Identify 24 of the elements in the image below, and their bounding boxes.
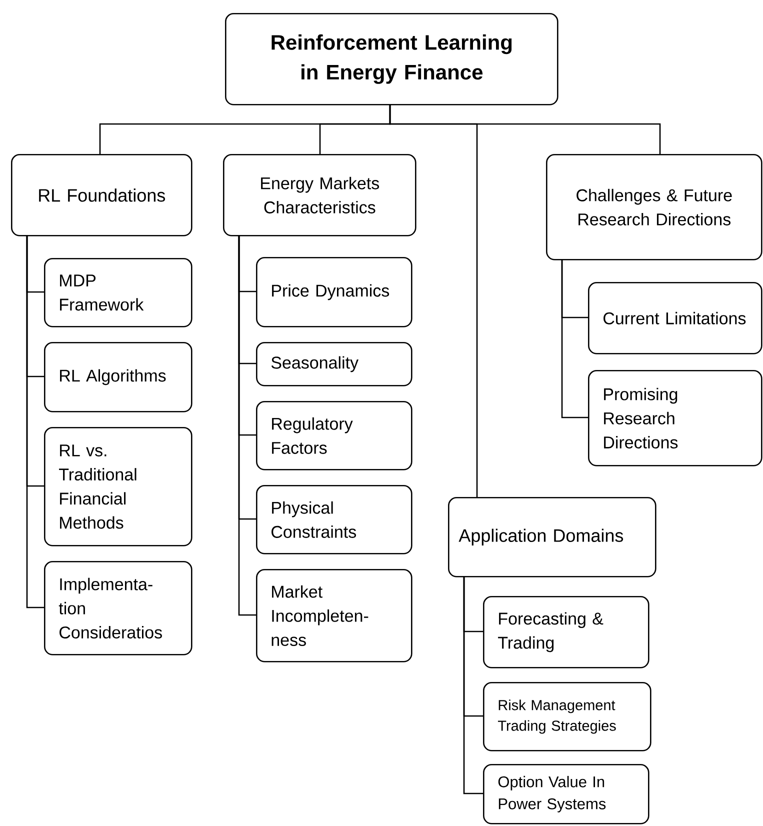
category-box: Application Domains	[448, 497, 656, 578]
subtopic-box: RL Algorithms	[44, 342, 192, 412]
subtopic-box: Risk Management Trading Strategies	[483, 682, 652, 752]
subtopic-box: Option Value In Power Systems	[483, 764, 650, 824]
subtopic-box: Forecasting & Trading	[483, 596, 650, 668]
connector-line	[26, 235, 44, 608]
topic-box: Reinforcement Learning in Energy Finance	[225, 13, 558, 106]
category-box: Energy Markets Characteristics	[223, 154, 416, 236]
connector-line	[463, 576, 483, 794]
category-box: RL Foundations	[11, 154, 192, 236]
subtopic-box: MDP Framework	[44, 258, 192, 328]
subtopic-box: Price Dynamics	[256, 257, 412, 328]
subtopic-box: Promising Research Directions	[588, 370, 762, 466]
connector-line	[389, 104, 661, 154]
subtopic-box: Regulatory Factors	[256, 401, 412, 470]
connector-line	[238, 235, 256, 616]
category-box: Challenges & Future Research Directions	[546, 154, 762, 260]
subtopic-box: Seasonality	[256, 342, 412, 386]
subtopic-box: RL vs. Traditional Financial Methods	[44, 427, 192, 546]
subtopic-box: Market Incompleten- ness	[256, 569, 412, 662]
connector-line	[561, 259, 588, 418]
subtopic-box: Physical Constraints	[256, 485, 412, 554]
subtopic-box: Implementa- tion Consideratios	[44, 561, 192, 656]
subtopic-box: Current Limitations	[588, 282, 762, 354]
